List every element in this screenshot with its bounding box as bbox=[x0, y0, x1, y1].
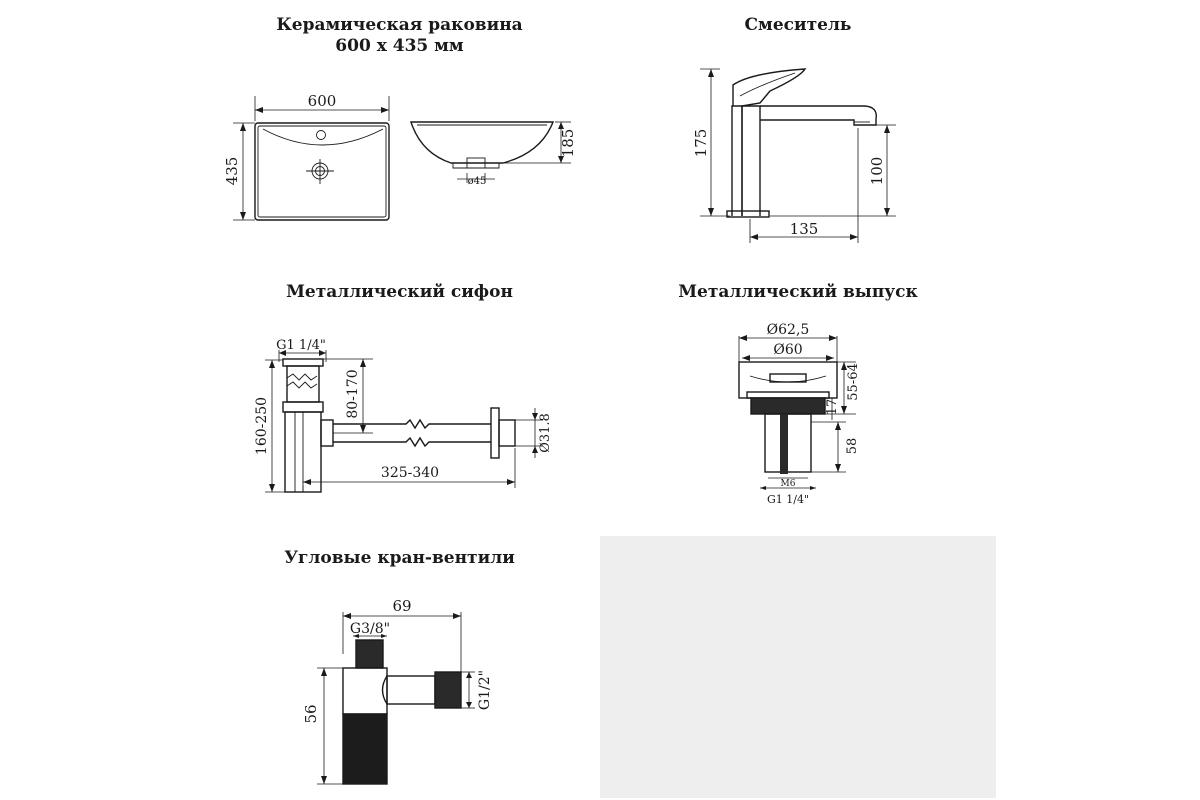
sink-depth-label: 435 bbox=[223, 157, 241, 186]
siphon-panel: Металлический сифон G1 1/4" 160-250 bbox=[203, 270, 596, 531]
siphon-height-label: 160-250 bbox=[254, 397, 270, 455]
valve-title: Угловые кран-вентили bbox=[284, 548, 515, 568]
faucet-panel: Смеситель 175 100 135 bbox=[600, 3, 996, 264]
faucet-height-label: 175 bbox=[692, 129, 710, 158]
faucet-spout-height-label: 100 bbox=[868, 157, 886, 186]
sink-title-line1: Керамическая раковина bbox=[276, 15, 523, 35]
sink-title-line2: 600 х 435 мм bbox=[335, 36, 464, 56]
siphon-adjust-label: 80-170 bbox=[345, 369, 361, 418]
drain-inner-label: Ø60 bbox=[773, 342, 802, 358]
drain-outer-label: Ø62,5 bbox=[767, 322, 810, 338]
sink-width-label: 600 bbox=[308, 92, 337, 110]
sink-title: Керамическая раковина 600 х 435 мм bbox=[203, 15, 596, 57]
siphon-length-label: 325-340 bbox=[381, 465, 439, 481]
drain-thread-length-label: 17 bbox=[825, 399, 840, 416]
drain-thread-label: G1 1/4" bbox=[767, 493, 809, 506]
siphon-title: Металлический сифон bbox=[286, 282, 513, 302]
drain-panel: Металлический выпуск Ø62,5 Ø60 55-64 bbox=[600, 270, 996, 531]
sink-drain-label: ø45 bbox=[468, 176, 487, 187]
sink-drawing: 600 435 185 ø45 bbox=[223, 92, 577, 221]
faucet-title: Смеситель bbox=[744, 15, 852, 35]
drain-bolt-label: М6 bbox=[781, 479, 796, 489]
valve-length-label: 69 bbox=[392, 597, 411, 615]
drain-body-label: 58 bbox=[845, 438, 860, 455]
siphon-drawing: G1 1/4" 160-250 80-170 bbox=[254, 338, 553, 493]
valve-panel: Угловые кран-вентили 69 G3/8" G1/2" bbox=[203, 536, 596, 798]
valve-inlet-label: G3/8" bbox=[350, 621, 390, 637]
siphon-diameter-label: Ø31.8 bbox=[538, 413, 553, 453]
drain-drawing: Ø62,5 Ø60 55-64 17 58 bbox=[738, 322, 861, 506]
valve-drawing: 69 G3/8" G1/2" 56 bbox=[302, 597, 493, 785]
valve-outlet-label: G1/2" bbox=[477, 670, 493, 710]
faucet-drawing: 175 100 135 bbox=[692, 68, 896, 243]
drain-title: Металлический выпуск bbox=[678, 282, 918, 302]
siphon-thread-label: G1 1/4" bbox=[276, 338, 326, 353]
sink-panel: Керамическая раковина 600 х 435 мм 600 4… bbox=[203, 3, 596, 264]
sink-height-label: 185 bbox=[559, 129, 577, 158]
empty-panel bbox=[600, 536, 996, 798]
valve-height-label: 56 bbox=[302, 704, 320, 723]
faucet-reach-label: 135 bbox=[790, 220, 819, 238]
drain-range-label: 55-64 bbox=[846, 363, 861, 400]
